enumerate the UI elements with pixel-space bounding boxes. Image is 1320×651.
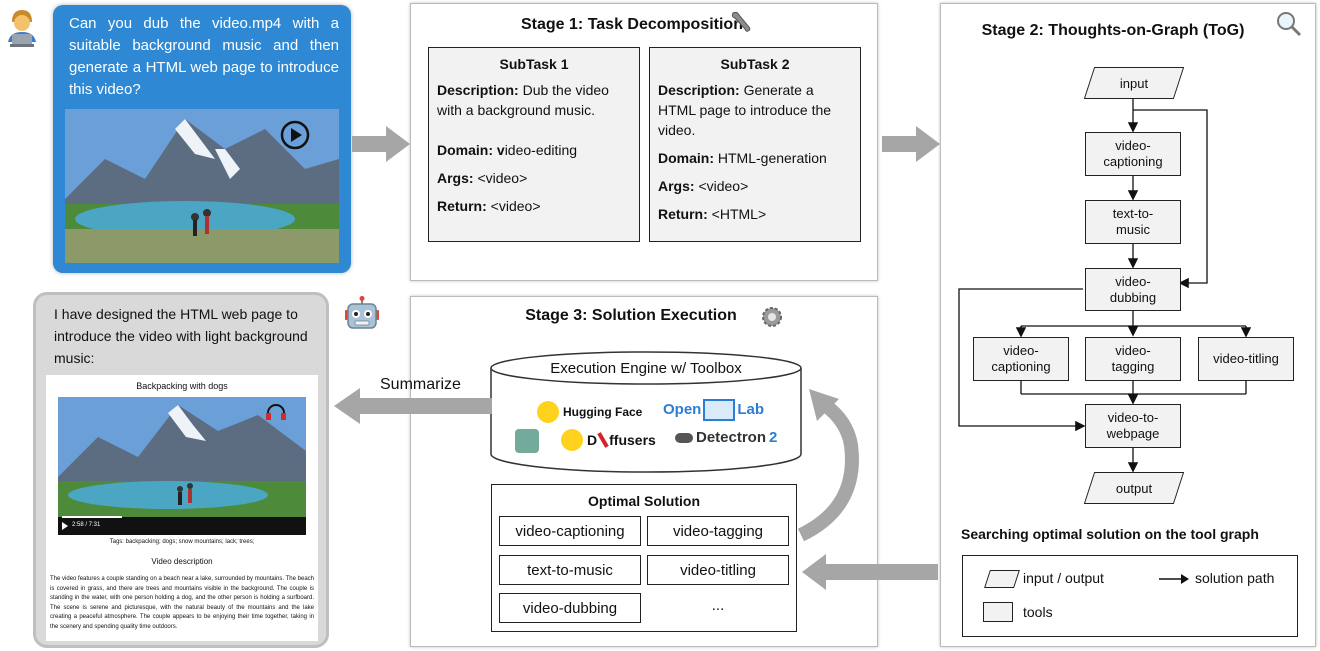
solution-ellipsis: ...	[711, 597, 725, 614]
subtask-2-header: SubTask 2	[720, 56, 790, 72]
args-label: Args:	[658, 178, 695, 194]
subtask-1-card: SubTask 1 Description: Dub the video wit…	[428, 47, 640, 242]
subtask-2-card: SubTask 2 Description: Generate a HTML p…	[649, 47, 861, 242]
subtask-1-args: <video>	[477, 170, 528, 186]
arrow-to-stage1	[352, 126, 410, 162]
tog-node-video-to-webpage: video-to- webpage	[1085, 404, 1181, 448]
solution-step-video-titling: video-titling	[647, 555, 789, 585]
tog-legend: input / output solution path tools	[962, 555, 1298, 637]
solution-step-video-dubbing: video-dubbing	[499, 593, 641, 623]
mm-icon	[703, 399, 736, 421]
stage3-title: Stage 3: Solution Execution	[525, 307, 737, 324]
stage3-panel: Stage 3: Solution Execution Execution En…	[410, 296, 878, 647]
stage1-panel: Stage 1: Task Decomposition SubTask 1 De…	[410, 3, 878, 281]
domain-label: Domain:	[658, 150, 714, 166]
brush-icon	[597, 432, 609, 448]
tog-node-text-to-music: text-to- music	[1085, 200, 1181, 244]
tog-node-output: output	[1089, 472, 1179, 504]
hugging-face-logo: Hugging Face	[537, 401, 642, 423]
openai-logo-icon	[515, 429, 539, 453]
tog-node-video-tagging: video- tagging	[1085, 337, 1181, 381]
legend-tools-label: tools	[1023, 604, 1053, 620]
subtask-2-description: Generate a HTML page to introduce the vi…	[658, 82, 832, 138]
optimal-solution-title: Optimal Solution	[588, 493, 700, 509]
domain-label: Domain:	[437, 142, 493, 158]
summarize-label: Summarize	[380, 376, 461, 393]
user-avatar	[4, 8, 40, 48]
tog-graph-edges	[958, 99, 1252, 473]
video-time-readout: 2:58 / 7:31	[72, 522, 101, 528]
subtask-2-return: <HTML>	[711, 206, 767, 222]
solution-step-video-tagging: video-tagging	[647, 516, 789, 546]
solution-step-text-to-music: text-to-music	[499, 555, 641, 585]
return-label: Return:	[437, 198, 487, 214]
legend-io-symbol	[984, 570, 1020, 588]
description-label: Description:	[658, 82, 740, 98]
tog-node-input: input	[1089, 67, 1179, 99]
arrow-to-stage2	[882, 126, 940, 162]
subtask-2-domain: HTML-generation	[717, 150, 827, 166]
legend-tools-symbol	[983, 602, 1013, 622]
response-text: I have designed the HTML web page to int…	[54, 306, 308, 366]
assistant-response-bubble: I have designed the HTML web page to int…	[33, 292, 329, 648]
hugging-face-icon	[561, 429, 583, 451]
arrow-stage2-to-solution	[802, 554, 938, 590]
robot-avatar	[343, 296, 381, 334]
subtask-2-args: <video>	[698, 178, 749, 194]
args-label: Args:	[437, 170, 474, 186]
generated-webpage: Backpacking with dogs 2:58 / 7:31 Tags: …	[46, 375, 318, 641]
return-label: Return:	[658, 206, 708, 222]
legend-path-label: solution path	[1195, 570, 1275, 586]
tog-node-video-captioning-2: video- captioning	[973, 337, 1069, 381]
user-query-bubble: Can you dub the video.mp4 with a suitabl…	[53, 5, 351, 273]
tog-node-video-titling: video-titling	[1198, 337, 1294, 381]
query-video-thumbnail[interactable]	[65, 109, 339, 263]
subtask-1-domain: ideo-editing	[504, 142, 578, 158]
hugging-face-icon	[537, 401, 559, 423]
description-label: Description:	[437, 82, 519, 98]
summarize-arrow	[334, 388, 492, 424]
subtask-1-return: <video>	[490, 198, 541, 214]
webpage-tags: Tags: backpacking; dogs; snow mountains;…	[109, 539, 255, 545]
execution-engine-title: Execution Engine w/ Toolbox	[550, 360, 742, 377]
webpage-description-text: The video features a couple standing on …	[50, 576, 314, 630]
webpage-description-heading: Video description	[151, 557, 213, 566]
subtask-1-domain-initial: v	[496, 142, 505, 158]
search-caption: Searching optimal solution on the tool g…	[961, 526, 1259, 542]
tog-node-video-captioning: video- captioning	[1085, 132, 1181, 176]
wrench-icon	[731, 11, 751, 32]
webpage-video-player[interactable]: 2:58 / 7:31	[58, 397, 306, 535]
stage2-title: Stage 2: Thoughts-on-Graph (ToG)	[981, 22, 1245, 39]
eyes-icon	[675, 432, 693, 443]
gear-icon	[762, 307, 782, 327]
magnifier-icon	[1277, 12, 1302, 37]
webpage-title: Backpacking with dogs	[136, 381, 228, 391]
user-query-text: Can you dub the video.mp4 with a suitabl…	[69, 15, 339, 98]
legend-io-label: input / output	[1023, 570, 1104, 586]
curved-arrow-to-engine	[797, 389, 859, 542]
solution-step-video-captioning: video-captioning	[499, 516, 641, 546]
stage1-title: Stage 1: Task Decomposition	[521, 16, 743, 33]
stage2-panel: Stage 2: Thoughts-on-Graph (ToG) input v…	[940, 3, 1316, 647]
subtask-1-header: SubTask 1	[499, 56, 569, 72]
tog-node-video-dubbing: video- dubbing	[1085, 268, 1181, 311]
subtask-1-description: Dub the video with a background music.	[437, 82, 609, 118]
legend-arrow-icon	[1159, 574, 1189, 584]
